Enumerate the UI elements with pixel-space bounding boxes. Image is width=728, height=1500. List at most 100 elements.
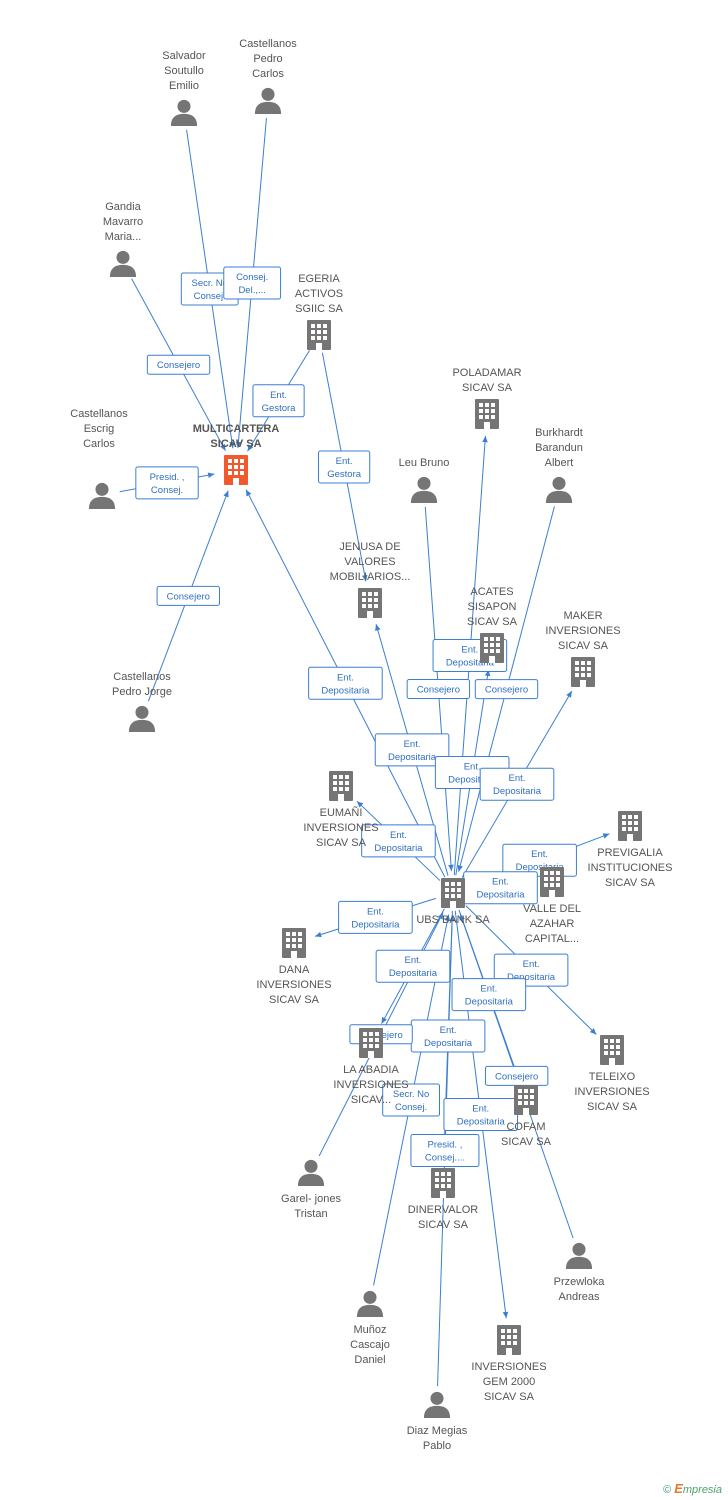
relation-label-text: Consej.... bbox=[425, 1152, 465, 1163]
relation-label-text: Consej. bbox=[151, 485, 183, 496]
building-icon bbox=[497, 1325, 521, 1355]
relation-label-consejero[interactable]: Consejero bbox=[156, 585, 220, 606]
relation-label-text: Depositaria bbox=[389, 968, 438, 979]
relation-label-text: Ent. bbox=[492, 877, 509, 888]
company-node-ubs[interactable]: UBS BANK SA bbox=[416, 878, 490, 926]
company-node-valle[interactable]: VALLE DELAZAHARCAPITAL... bbox=[523, 867, 581, 945]
node-label-line: AZAHAR bbox=[530, 918, 575, 930]
relation-label-ent-depositaria[interactable]: Ent.Depositaria bbox=[493, 953, 569, 987]
node-label-line: SICAV SA bbox=[558, 640, 609, 652]
relation-label-consejero[interactable]: Consejero bbox=[406, 679, 471, 700]
person-node-leubruno[interactable]: Leu Bruno bbox=[399, 457, 450, 503]
relation-label-consej-del[interactable]: Consej.Del.,... bbox=[223, 266, 282, 300]
relation-label-consejero[interactable]: Consejero bbox=[146, 354, 211, 375]
relation-label-ent-gestora[interactable]: Ent.Gestora bbox=[252, 384, 305, 418]
relation-label-ent-depositaria[interactable]: Ent.Depositaria bbox=[410, 1019, 486, 1053]
relation-label-box bbox=[156, 585, 220, 606]
node-label-line: SGIIC SA bbox=[295, 303, 343, 315]
relation-label-text: Depositaria bbox=[351, 919, 400, 930]
relation-label-ent-depositaria[interactable]: Ent.Depositaria bbox=[361, 824, 436, 858]
node-label-line: SISAPON bbox=[468, 601, 517, 613]
person-node-gandia[interactable]: GandiaMavarroMaria... bbox=[103, 201, 143, 277]
brand-footer[interactable]: ©Empresia bbox=[663, 1481, 722, 1496]
company-node-jenusa[interactable]: JENUSA DEVALORESMOBILIARIOS... bbox=[330, 541, 411, 618]
relation-label-text: Depositaria bbox=[507, 972, 556, 983]
node-label-line: Cascajo bbox=[350, 1339, 390, 1351]
relation-label-text: Ent. bbox=[509, 773, 526, 784]
building-icon bbox=[618, 811, 642, 841]
relation-label-text: Presid. , bbox=[150, 472, 185, 483]
relation-label-ent-depositaria[interactable]: Ent.Depositaria bbox=[443, 1098, 519, 1132]
relation-label-presid-consej[interactable]: Presid. , Consej. bbox=[135, 466, 199, 500]
building-icon bbox=[358, 588, 382, 618]
person-icon bbox=[109, 250, 137, 277]
relation-label-box bbox=[361, 824, 436, 858]
node-label-line: MOBILIARIOS... bbox=[330, 571, 411, 583]
relation-label-text: Depositaria bbox=[424, 1038, 473, 1049]
relation-label-ent-depositaria[interactable]: Ent.Depositaria bbox=[375, 949, 451, 983]
person-icon bbox=[254, 87, 282, 114]
node-label-line: Albert bbox=[545, 457, 574, 469]
relation-label-ent-depositaria[interactable]: Ent.Depositaria bbox=[374, 733, 450, 767]
relation-label-text: Depositaria bbox=[516, 862, 565, 873]
relation-label-presid-consej[interactable]: Presid. ,Consej.... bbox=[410, 1133, 480, 1167]
node-label-line: Daniel bbox=[354, 1354, 385, 1366]
relation-label-ent-depositaria[interactable]: Ent.Depositaria bbox=[451, 978, 527, 1012]
node-label-line: CAPITAL... bbox=[525, 933, 579, 945]
relation-label-text: Secr. No bbox=[393, 1089, 429, 1100]
building-icon bbox=[600, 1035, 624, 1065]
node-label-line: SICAV SA bbox=[210, 438, 261, 450]
node-label-line: Pedro Jorge bbox=[112, 686, 172, 698]
relation-label-ent-depositaria[interactable]: Ent.Depositaria bbox=[463, 871, 538, 905]
relation-label-box bbox=[374, 733, 450, 767]
node-label-line: Castellanos bbox=[239, 38, 297, 50]
relation-label-box bbox=[135, 466, 199, 500]
relation-label-text: Ent. bbox=[531, 849, 548, 860]
node-label-line: INVERSIONES bbox=[333, 1079, 408, 1091]
edge-labels-layer: Secr. NoConsej.Consej.Del.,...ConsejeroE… bbox=[135, 266, 577, 1167]
person-icon bbox=[128, 705, 156, 732]
relation-label-text: Consej. bbox=[194, 291, 226, 302]
relation-label-ent-depositaria[interactable]: Ent.Depositaria bbox=[479, 767, 555, 801]
node-label-line: Leu Bruno bbox=[399, 457, 450, 469]
relation-label-consejero[interactable]: Consejero bbox=[484, 1065, 549, 1086]
node-label-line: VALORES bbox=[344, 556, 395, 568]
relation-label-consejero[interactable]: Consejero bbox=[474, 679, 539, 700]
building-icon bbox=[475, 399, 499, 429]
node-label-line: Emilio bbox=[169, 80, 199, 92]
company-node-abadia[interactable]: LA ABADIAINVERSIONESSICAV... bbox=[333, 1028, 409, 1106]
building-icon bbox=[540, 867, 564, 897]
node-label-line: EGERIA bbox=[298, 273, 340, 285]
node-label-line: Gandia bbox=[105, 201, 141, 213]
relation-label-text: Depositaria bbox=[321, 685, 370, 696]
relation-label-ent-gestora[interactable]: Ent.Gestora bbox=[318, 450, 371, 484]
relation-label-ent-depositaria[interactable]: Ent.Depositaria bbox=[338, 900, 413, 934]
node-label-line: Garel- jones bbox=[281, 1193, 341, 1205]
node-label-line: PREVIGALIA bbox=[597, 847, 663, 859]
relation-label-ent-depositaria[interactable]: Ent.Depositaria bbox=[308, 666, 383, 700]
relation-label-text: Ent. bbox=[270, 390, 287, 401]
